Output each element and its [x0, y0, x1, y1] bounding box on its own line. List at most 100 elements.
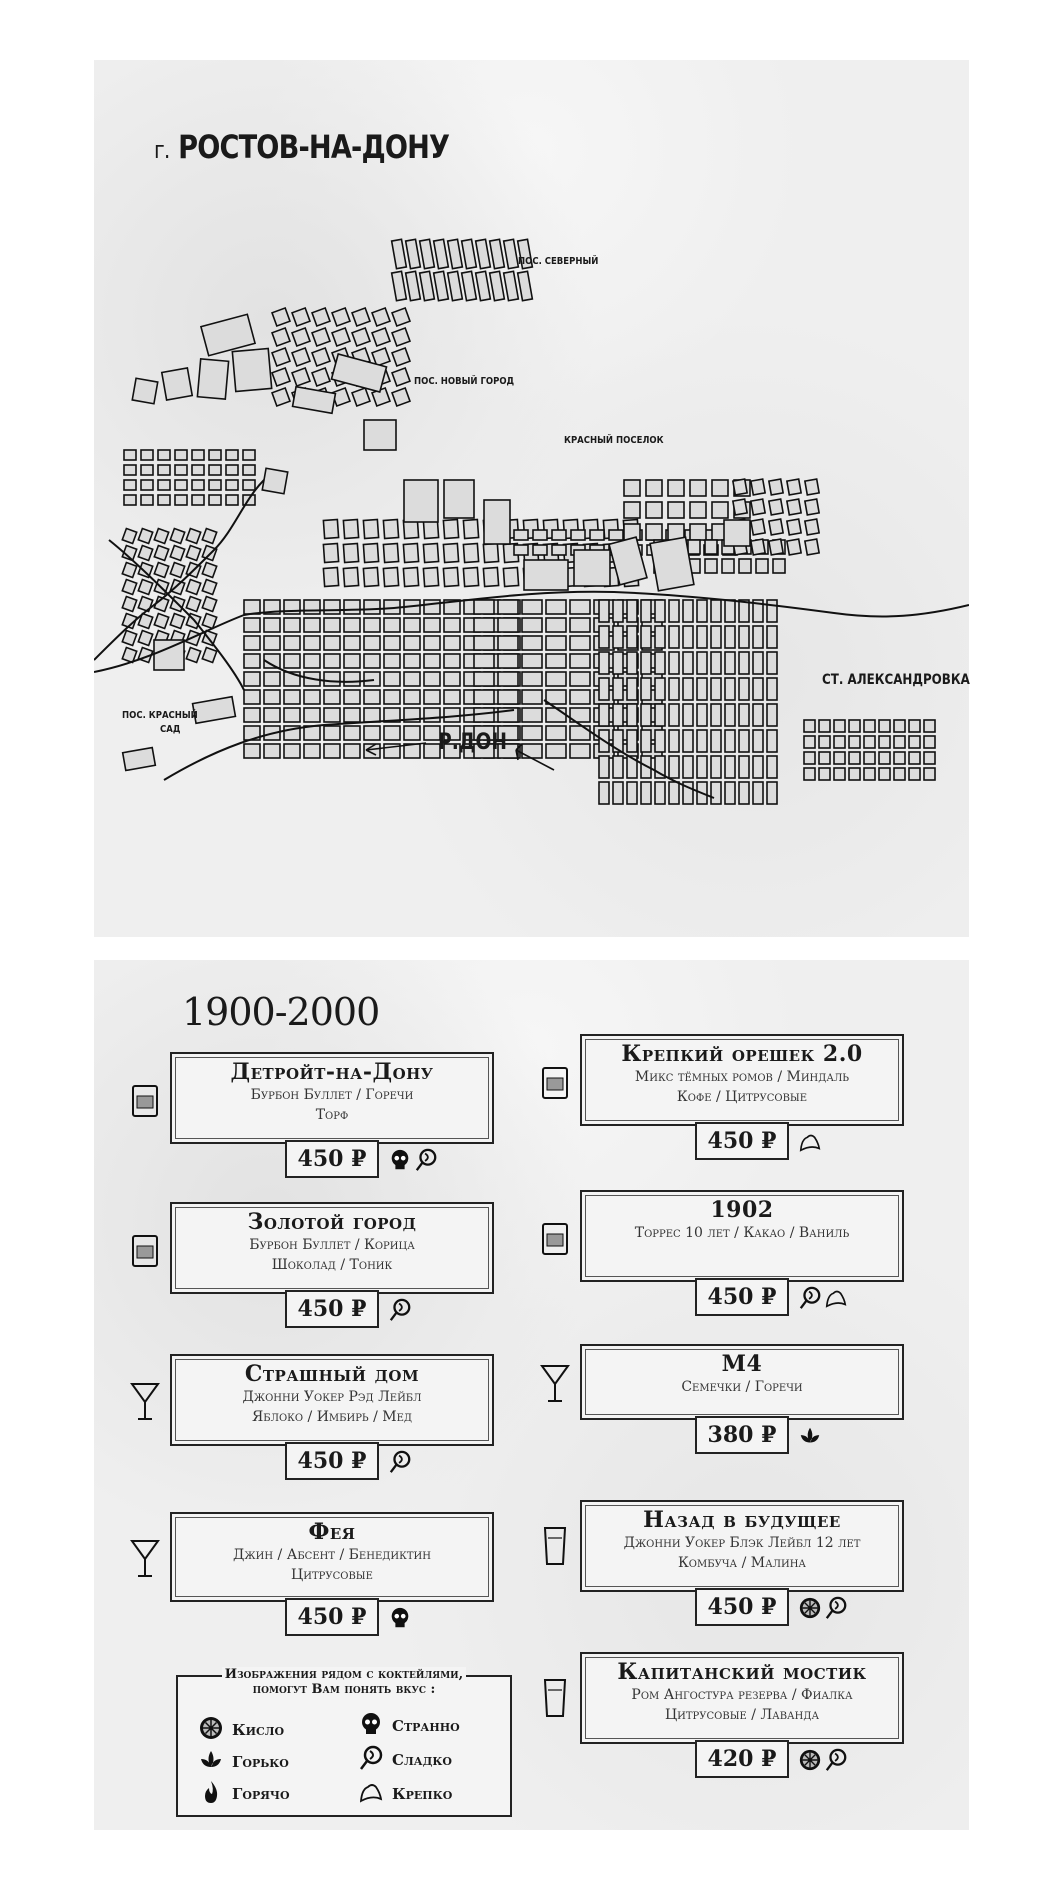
map-block — [403, 671, 421, 687]
map-block — [271, 307, 291, 327]
map-block — [121, 595, 138, 613]
map-block — [402, 542, 420, 564]
map-block — [752, 599, 764, 623]
map-block — [191, 494, 205, 506]
map-block — [343, 635, 361, 651]
cocktail-name: Капитанский мостик — [617, 1659, 867, 1685]
map-block — [848, 751, 861, 765]
map-block — [551, 529, 567, 541]
cocktail-ingredients: Бурбон Буллет / Горечи — [250, 1087, 414, 1103]
lollipop-icon — [388, 1450, 412, 1474]
map-block — [502, 270, 520, 302]
map-block — [488, 238, 506, 270]
map-block — [243, 707, 261, 723]
label-krasny-poselok: КРАСНЫЙ ПОСЕЛОК — [564, 435, 664, 446]
map-block — [323, 689, 341, 705]
price-row: 450 ₽ — [580, 1588, 904, 1626]
map-block — [497, 725, 519, 741]
map-block — [362, 542, 380, 564]
map-block — [785, 498, 803, 516]
cocktail-ingredients: Джонни Уокер Рэд Лейбл — [242, 1389, 422, 1405]
map-block — [545, 725, 567, 741]
map-block — [545, 671, 567, 687]
map-block — [545, 617, 567, 633]
map-block — [863, 719, 876, 733]
label-river-don: Р.ДОН — [438, 730, 508, 755]
map-block — [497, 653, 519, 669]
price-tag: 420 ₽ — [695, 1740, 789, 1778]
map-block — [363, 599, 381, 615]
map-block — [362, 566, 380, 588]
map-block — [363, 671, 381, 687]
map-block — [923, 735, 936, 749]
map-block — [311, 367, 331, 387]
map-block — [371, 307, 391, 327]
map-block — [371, 347, 391, 367]
map-block — [738, 651, 750, 675]
flavor-tags — [388, 1298, 412, 1322]
cocktail-name: Золотой город — [247, 1209, 417, 1235]
map-block — [423, 743, 441, 759]
map-block — [382, 542, 400, 564]
map-block — [521, 689, 543, 705]
map-block — [626, 729, 638, 753]
lotus-icon — [198, 1747, 224, 1777]
cocktail-name: 1902 — [710, 1197, 774, 1223]
map-block — [225, 479, 239, 491]
map-block — [640, 781, 652, 805]
map-block — [848, 767, 861, 781]
map-block — [710, 781, 722, 805]
map-block — [724, 677, 736, 701]
legend-label: Странно — [392, 1717, 460, 1735]
map-block — [363, 707, 381, 723]
map-block — [752, 755, 764, 779]
map-block — [654, 781, 666, 805]
map-block — [382, 518, 400, 540]
price-row: 420 ₽ — [580, 1740, 904, 1778]
map-block — [749, 498, 767, 516]
map-block — [121, 646, 138, 664]
map-block — [225, 449, 239, 461]
map-block — [696, 729, 708, 753]
map-block — [682, 703, 694, 727]
lollipop-icon — [388, 1298, 412, 1322]
map-block — [201, 595, 218, 613]
map-block — [521, 653, 543, 669]
cocktail-ingredients: Комбуча / Малина — [677, 1555, 807, 1571]
map-block — [516, 270, 534, 302]
cocktail-ingredients: Семечки / Горечи — [681, 1379, 803, 1395]
map-block — [303, 689, 321, 705]
map-block — [351, 307, 371, 327]
map-block — [231, 347, 273, 393]
map-block — [422, 542, 440, 564]
flavor-tags — [798, 1596, 848, 1620]
map-block — [598, 651, 610, 675]
map-block — [569, 743, 591, 759]
legend-title: Изображения рядом с коктейлями, помогут … — [178, 1667, 510, 1697]
map-block — [689, 523, 707, 541]
cocktail-ingredients: Джин / Абсент / Бенедиктин — [233, 1547, 431, 1563]
map-block — [311, 307, 331, 327]
map-block — [311, 327, 331, 347]
map-block — [710, 599, 722, 623]
map-block — [391, 347, 411, 367]
map-block — [497, 671, 519, 687]
map-block — [443, 599, 461, 615]
map-block — [569, 599, 591, 615]
flavor-tags — [388, 1450, 412, 1474]
map-block — [191, 695, 237, 725]
map-block — [169, 578, 186, 596]
map-block — [668, 599, 680, 623]
map-block — [283, 689, 301, 705]
map-block — [121, 578, 138, 596]
map-block — [303, 653, 321, 669]
map-block — [738, 729, 750, 753]
map-block — [569, 653, 591, 669]
map-block — [322, 566, 340, 588]
price-row: 450 ₽ — [170, 1290, 494, 1328]
flavor-tags — [798, 1286, 848, 1310]
flavor-legend: Изображения рядом с коктейлями, помогут … — [176, 1667, 512, 1817]
cocktail-ingredients: Кофе / Цитрусовые — [676, 1089, 808, 1105]
map-block — [303, 707, 321, 723]
cocktail-name: Крепкий орешек 2.0 — [621, 1041, 863, 1067]
